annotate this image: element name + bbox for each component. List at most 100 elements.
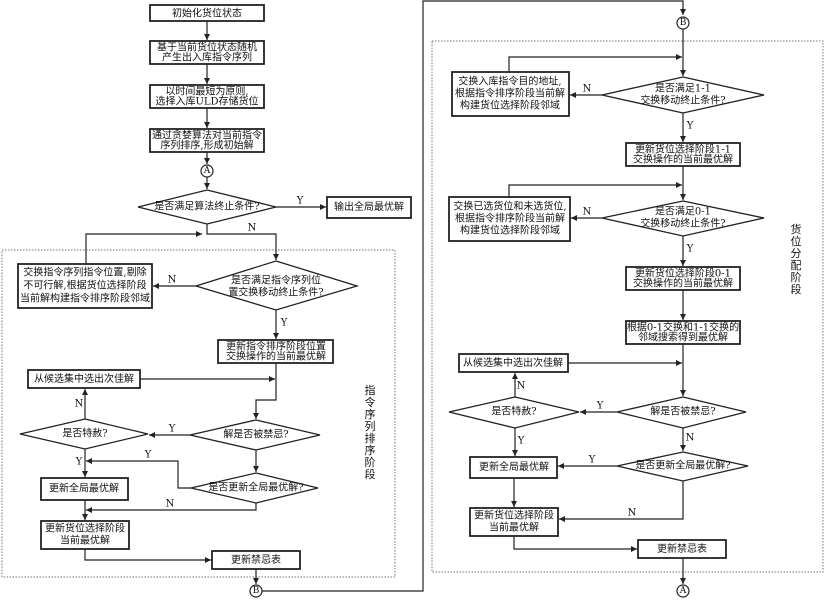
svg-text:阶: 阶 bbox=[365, 455, 376, 469]
svg-text:根据指令排序阶段当前解: 根据指令排序阶段当前解 bbox=[455, 87, 565, 100]
no-label: N bbox=[248, 223, 257, 234]
slot-aspiration-diamond: 是否特赦? bbox=[448, 396, 580, 429]
svg-text:不可行解,根据货位选择阶段: 不可行解,根据货位选择阶段 bbox=[23, 279, 146, 292]
arrow bbox=[86, 503, 257, 513]
arrow bbox=[513, 536, 637, 552]
svg-text:段: 段 bbox=[791, 282, 802, 296]
slot-update-global-box: 更新全局最优解 bbox=[469, 456, 558, 479]
svg-text:列: 列 bbox=[365, 419, 376, 433]
seq-update-slot-box: 更新货位选择阶段 当前最优解 bbox=[40, 520, 130, 550]
no-label: N bbox=[166, 499, 175, 510]
svg-text:更新全局最优解: 更新全局最优解 bbox=[479, 460, 549, 473]
arrow bbox=[559, 481, 684, 522]
svg-text:更新禁忌表: 更新禁忌表 bbox=[231, 553, 281, 566]
svg-text:更新禁忌表: 更新禁忌表 bbox=[657, 542, 707, 555]
no-label: N bbox=[168, 275, 177, 286]
yes-label: Y bbox=[686, 121, 694, 132]
svg-text:序: 序 bbox=[365, 443, 376, 457]
no-label: N bbox=[583, 207, 592, 218]
seq-update-tabu-box: 更新禁忌表 bbox=[211, 550, 301, 570]
svg-text:更新货位选择阶段: 更新货位选择阶段 bbox=[474, 509, 554, 522]
no-label: N bbox=[628, 508, 637, 519]
svg-text:输出全局最优解: 输出全局最优解 bbox=[334, 200, 404, 213]
yes-label: Y bbox=[280, 318, 288, 329]
arrow bbox=[85, 231, 202, 264]
svg-text:当前最优解: 当前最优解 bbox=[60, 534, 110, 547]
svg-text:从候选集中选出次佳解: 从候选集中选出次佳解 bbox=[34, 372, 134, 385]
svg-text:B: B bbox=[253, 586, 260, 596]
arrow bbox=[84, 549, 211, 563]
svg-text:交换已选货位和未选货位,: 交换已选货位和未选货位, bbox=[453, 200, 566, 213]
svg-text:交换操作的当前最优解: 交换操作的当前最优解 bbox=[226, 350, 326, 363]
arrow bbox=[508, 182, 682, 197]
svg-text:当前解构建指令排序阶段邻域: 当前解构建指令排序阶段邻域 bbox=[20, 292, 150, 305]
no-label: N bbox=[583, 84, 592, 95]
yes-label: Y bbox=[144, 450, 152, 461]
stop-check-diamond: 是否满足算法终止条件? bbox=[137, 189, 277, 225]
svg-text:段: 段 bbox=[365, 467, 376, 481]
svg-text:更新全局最优解: 更新全局最优解 bbox=[49, 482, 119, 495]
svg-text:根据指令排序阶段当前解: 根据指令排序阶段当前解 bbox=[455, 212, 565, 225]
gen-sequence-box: 基于当前货位状态随机 产生出入库指令序列 bbox=[149, 40, 265, 65]
svg-text:产生出入库指令序列: 产生出入库指令序列 bbox=[162, 51, 252, 64]
connector-b-line bbox=[262, 0, 686, 592]
svg-text:A: A bbox=[203, 166, 211, 176]
svg-text:配: 配 bbox=[791, 259, 802, 272]
svg-text:交换移动终止条件?: 交换移动终止条件? bbox=[640, 94, 725, 107]
svg-text:根据0-1交换和1-1交换的: 根据0-1交换和1-1交换的 bbox=[627, 321, 739, 334]
arrow bbox=[206, 224, 279, 260]
seq-swap-check-diamond: 是否满足指令序列位 置交换移动终止条件? bbox=[193, 260, 360, 311]
svg-text:交换移动终止条件?: 交换移动终止条件? bbox=[640, 217, 725, 230]
greedy-sort-box: 通过贪婪算法对当前指令 序列排序,形成初始解 bbox=[149, 128, 265, 153]
seq-aspiration-diamond: 是否特赦? bbox=[19, 418, 149, 450]
svg-text:构建货位选择阶段邻域: 构建货位选择阶段邻域 bbox=[460, 99, 560, 112]
svg-text:是否特赦?: 是否特赦? bbox=[491, 405, 536, 418]
yes-label: Y bbox=[75, 457, 83, 468]
combine-box: 根据0-1交换和1-1交换的 邻域搜索得到最优解 bbox=[625, 320, 741, 345]
seq-update-local-box: 更新指令排序阶段位置 交换操作的当前最优解 bbox=[217, 339, 334, 364]
svg-text:置交换移动终止条件?: 置交换移动终止条件? bbox=[228, 286, 323, 299]
connector-b-top: B bbox=[676, 16, 690, 30]
svg-text:货: 货 bbox=[791, 222, 802, 236]
svg-text:从候选集中选出次佳解: 从候选集中选出次佳解 bbox=[463, 356, 563, 369]
svg-text:解是否被禁忌?: 解是否被禁忌? bbox=[650, 405, 715, 418]
slot-global-check-diamond: 是否更新全局最优解? bbox=[616, 451, 749, 482]
svg-text:解是否被禁忌?: 解是否被禁忌? bbox=[223, 428, 288, 441]
init-state-box: 初始化货位状态 bbox=[149, 4, 265, 22]
svg-text:是否更新全局最优解?: 是否更新全局最优解? bbox=[635, 459, 730, 472]
svg-text:是否满足算法终止条件?: 是否满足算法终止条件? bbox=[154, 200, 259, 213]
yes-label: Y bbox=[517, 436, 525, 447]
sequence-stage-label: 指 令 序 列 排 序 阶 段 bbox=[365, 383, 376, 481]
arrow bbox=[86, 458, 191, 489]
seq-swap-box: 交换指令序列指令位置,剔除 不可行解,根据货位选择阶段 当前解构建指令排序阶段邻… bbox=[17, 263, 153, 309]
svg-text:初始化货位状态: 初始化货位状态 bbox=[172, 7, 242, 20]
connector-a-top: A bbox=[200, 164, 214, 178]
svg-text:是否满足指令序列位: 是否满足指令序列位 bbox=[231, 274, 321, 287]
svg-text:邻域搜索得到最优解: 邻域搜索得到最优解 bbox=[638, 331, 728, 344]
sequence-stage-region bbox=[1, 249, 396, 578]
yes-label: Y bbox=[588, 455, 596, 466]
yes-label: Y bbox=[686, 244, 694, 255]
svg-text:位: 位 bbox=[791, 234, 802, 248]
svg-text:交换指令序列指令位置,剔除: 交换指令序列指令位置,剔除 bbox=[23, 266, 146, 279]
svg-text:交换操作的当前最优解: 交换操作的当前最优解 bbox=[633, 153, 733, 166]
svg-text:更新货位选择阶段0-1: 更新货位选择阶段0-1 bbox=[635, 267, 731, 280]
svg-text:A: A bbox=[679, 586, 687, 596]
no-label: N bbox=[686, 433, 695, 444]
swap01-check-diamond: 是否满足0-1 交换移动终止条件? bbox=[601, 200, 765, 237]
seq-update-global-box: 更新全局最优解 bbox=[40, 477, 129, 501]
svg-text:令: 令 bbox=[365, 395, 376, 409]
svg-text:阶: 阶 bbox=[791, 270, 802, 284]
connector-b-bottom: B bbox=[249, 584, 263, 598]
seq-global-check-diamond: 是否更新全局最优解? bbox=[190, 472, 319, 504]
svg-text:分: 分 bbox=[791, 247, 802, 260]
svg-text:基于当前货位状态随机: 基于当前货位状态随机 bbox=[157, 41, 257, 54]
svg-text:更新指令排序阶段位置: 更新指令排序阶段位置 bbox=[226, 340, 326, 353]
svg-text:序: 序 bbox=[365, 407, 376, 421]
svg-text:构建货位选择阶段邻域: 构建货位选择阶段邻域 bbox=[460, 224, 560, 237]
select-uld-box: 以时间最短为原则, 选择入库ULD存储货位 bbox=[149, 84, 265, 109]
seq-pick-next-box: 从候选集中选出次佳解 bbox=[27, 369, 141, 389]
svg-text:选择入库ULD存储货位: 选择入库ULD存储货位 bbox=[155, 95, 258, 108]
slot-tabu-check-diamond: 解是否被禁忌? bbox=[616, 396, 747, 429]
